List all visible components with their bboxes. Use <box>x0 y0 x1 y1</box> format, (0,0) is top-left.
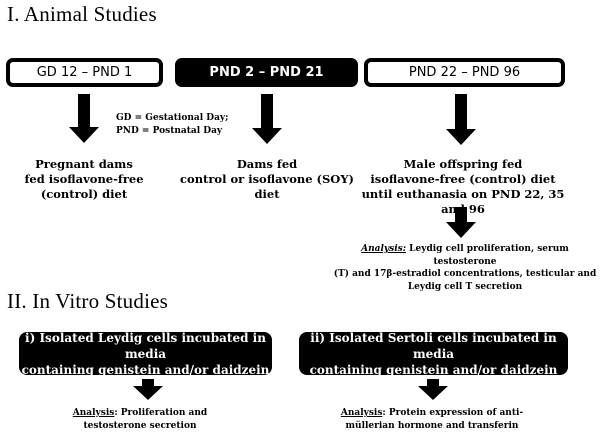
phase-pnd2-pnd21: PND 2 – PND 21 <box>175 58 358 87</box>
analysis-line: Leydig cell proliferation, serum testost… <box>406 244 569 267</box>
box-line: i) Isolated Leydig cells incubated in me… <box>25 330 266 361</box>
outcome-line: Pregnant dams <box>35 157 133 171</box>
analysis-line: : Proliferation and <box>114 408 208 418</box>
outcome-line: fed isoflavone-free <box>24 172 144 186</box>
down-arrow-icon <box>69 94 99 143</box>
down-arrow-icon <box>418 379 448 400</box>
phase-label: PND 22 – PND 96 <box>408 65 521 80</box>
animal-analysis: Analysis: Leydig cell proliferation, ser… <box>331 243 599 293</box>
phase-gd12-pnd1: GD 12 – PND 1 <box>6 58 163 87</box>
leydig-cells-box: i) Isolated Leydig cells incubated in me… <box>19 330 272 377</box>
outcome-line: Dams fed <box>236 157 298 171</box>
abbreviation-legend: GD = Gestational Day; PND = Postnatal Da… <box>116 112 228 138</box>
outcome-dams-fed: Dams fed control or isoflavone (SOY) die… <box>175 157 359 202</box>
down-arrow-icon <box>446 207 476 238</box>
analysis-line: müllerian hormone and transferin <box>345 420 519 431</box>
analysis-line: (T) and 17β-estradiol concentrations, te… <box>333 269 597 279</box>
box-line: ii) Isolated Sertoli cells incubated in … <box>310 330 557 361</box>
leydig-analysis: Analysis: Proliferation and testosterone… <box>40 407 240 432</box>
phase-pnd22-pnd96: PND 22 – PND 96 <box>364 58 565 87</box>
outcome-pregnant-dams: Pregnant dams fed isoflavone-free (contr… <box>14 157 154 202</box>
analysis-label: Analysis <box>72 408 115 418</box>
phase-label: PND 2 – PND 21 <box>209 65 324 80</box>
sertoli-analysis: Analysis: Protein expression of anti- mü… <box>322 407 542 432</box>
outcome-line: control or isoflavone (SOY) <box>180 172 354 186</box>
outcome-line: diet <box>254 187 280 201</box>
outcome-line: (control) diet <box>40 187 128 201</box>
legend-pnd: PND = Postnatal Day <box>116 126 223 136</box>
box-line: containing genistein and/or daidzein <box>21 362 270 377</box>
analysis-label: Analysis <box>340 408 383 418</box>
analysis-line: : Protein expression of anti- <box>382 408 524 418</box>
analysis-line: testosterone secretion <box>83 420 197 431</box>
down-arrow-icon <box>133 379 163 400</box>
down-arrow-icon <box>446 94 476 145</box>
outcome-line: Male offspring fed <box>403 157 523 171</box>
outcome-line: isoflavone-free (control) diet <box>370 172 556 186</box>
analysis-label: Analysis: <box>361 244 407 254</box>
phase-label: GD 12 – PND 1 <box>36 65 133 80</box>
animal-studies-title: I. Animal Studies <box>7 2 157 26</box>
sertoli-cells-box: ii) Isolated Sertoli cells incubated in … <box>299 330 568 377</box>
box-line: containing genistein and/or daidzein <box>309 362 558 377</box>
legend-gd: GD = Gestational Day; <box>116 113 229 123</box>
in-vitro-studies-title: II. In Vitro Studies <box>7 289 169 313</box>
analysis-line: Leydig cell T secretion <box>407 281 523 292</box>
down-arrow-icon <box>252 94 282 144</box>
